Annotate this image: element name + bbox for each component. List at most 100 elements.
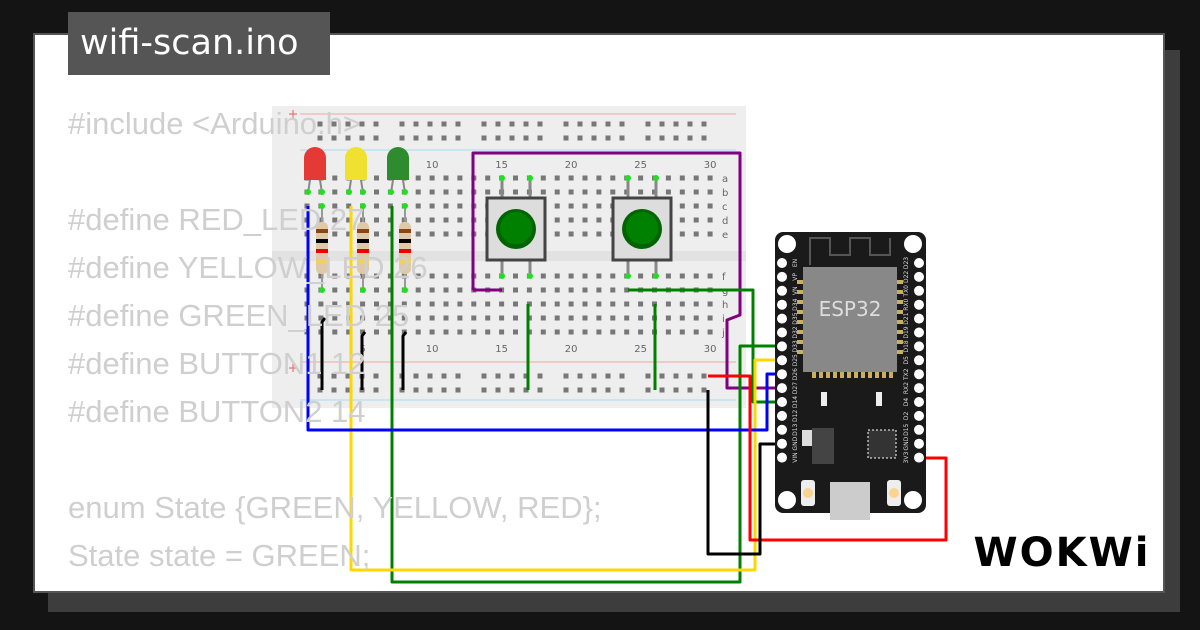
rail-hole (577, 135, 583, 141)
jumper-black (360, 331, 367, 390)
rail-hole (331, 373, 337, 379)
breadboard-hole (387, 329, 393, 335)
chip-pad (875, 372, 879, 378)
breadboard-hole (332, 301, 338, 307)
breadboard-hole (707, 231, 713, 237)
breadboard-hole (387, 315, 393, 321)
breadboard-hole (443, 203, 449, 209)
breadboard-hole (665, 301, 671, 307)
code-line: State state = GREEN; (68, 538, 371, 573)
breadboard-hole (457, 329, 463, 335)
pin-highlight (402, 203, 408, 209)
pin-label: D21 (903, 312, 910, 324)
pin-highlight (625, 175, 631, 181)
code-line (68, 148, 602, 196)
breadboard-hole (415, 301, 421, 307)
breadboard-hole (513, 189, 518, 195)
breadboard-hole (429, 329, 435, 335)
rail-hole (523, 121, 529, 127)
rail-hole (481, 135, 487, 141)
chip-pad (847, 372, 851, 378)
rail-hole (659, 135, 665, 141)
rail-hole (331, 387, 337, 393)
breadboard-hole (707, 189, 713, 195)
row-label: d (722, 216, 728, 227)
mount-hole (904, 491, 922, 509)
breadboard-hole (554, 231, 560, 237)
rail-hole (605, 373, 611, 379)
breadboard-hole (513, 315, 518, 321)
breadboard-hole (540, 273, 546, 279)
breadboard-hole (499, 315, 505, 321)
breadboard-hole (568, 301, 574, 307)
row-label: h (722, 300, 728, 311)
rail-hole (659, 121, 665, 127)
pushbutton[interactable] (485, 196, 547, 262)
breadboard-hole (457, 301, 463, 307)
wire-green (390, 206, 782, 584)
breadboard-hole (513, 287, 518, 293)
breadboard-hole (374, 301, 379, 307)
pin-highlight (527, 175, 533, 181)
breadboard-hole (332, 329, 338, 335)
chip-pad (797, 290, 803, 294)
pushbutton[interactable] (611, 196, 673, 262)
code-line: #define RED_LED 27 (68, 202, 365, 237)
breadboard-hole (568, 287, 574, 293)
rail-hole (317, 121, 323, 127)
breadboard-hole (568, 231, 574, 237)
breadboard-hole (679, 175, 685, 181)
rail-hole (673, 135, 679, 141)
breadboard-hole (693, 189, 699, 195)
pin-d13 (777, 424, 787, 435)
breadboard-hole (582, 203, 588, 209)
breadboard-hole (360, 301, 366, 307)
boot-button[interactable] (801, 480, 815, 506)
chip-pad (826, 372, 830, 378)
breadboard-hole (332, 315, 338, 321)
pin-label: D26 (792, 368, 799, 380)
boot-button[interactable] (887, 480, 901, 506)
rail-hole (645, 121, 651, 127)
rail-hole (441, 135, 447, 141)
rail-hole (373, 121, 379, 127)
code-line: #include <Arduino.h> (68, 106, 362, 141)
rail-hole (331, 121, 337, 127)
pin-d35 (777, 313, 787, 324)
rail-hole (345, 373, 351, 379)
rail-hole (455, 387, 461, 393)
breadboard-hole (457, 175, 463, 181)
rail-hole (605, 121, 611, 127)
pin-d33 (777, 341, 787, 352)
row-label: j (721, 328, 725, 339)
pin-label: D5 (903, 356, 910, 365)
rail-hole (359, 135, 365, 141)
rail-hole (413, 121, 419, 127)
code-line: enum State {GREEN, YELLOW, RED}; (68, 490, 602, 525)
breadboard-hole (582, 273, 588, 279)
breadboard-hole (679, 329, 685, 335)
resistor-band (316, 260, 328, 264)
breadboard-hole (693, 217, 699, 223)
breadboard-hole (610, 315, 616, 321)
rail-hole (495, 135, 501, 141)
breadboard-hole (554, 273, 560, 279)
breadboard-hole (693, 175, 699, 181)
breadboard-hole (346, 273, 352, 279)
pin-highlight (319, 203, 325, 209)
rail-hole (481, 387, 487, 393)
pin-label: D14 (792, 396, 799, 408)
breadboard-hole (540, 329, 546, 335)
breadboard-hole (318, 301, 324, 307)
rail-hole (317, 387, 323, 393)
breadboard-hole (332, 217, 338, 223)
row-label: f (722, 272, 726, 283)
breadboard-hole (554, 175, 560, 181)
voltage-regulator (812, 428, 834, 464)
breadboard-hole (374, 203, 379, 209)
breadboard-hole (346, 329, 352, 335)
breadboard-hole (443, 315, 449, 321)
breadboard-hole (401, 315, 407, 321)
breadboard-hole (387, 231, 393, 237)
file-tab[interactable]: wifi-scan.ino (68, 12, 330, 75)
